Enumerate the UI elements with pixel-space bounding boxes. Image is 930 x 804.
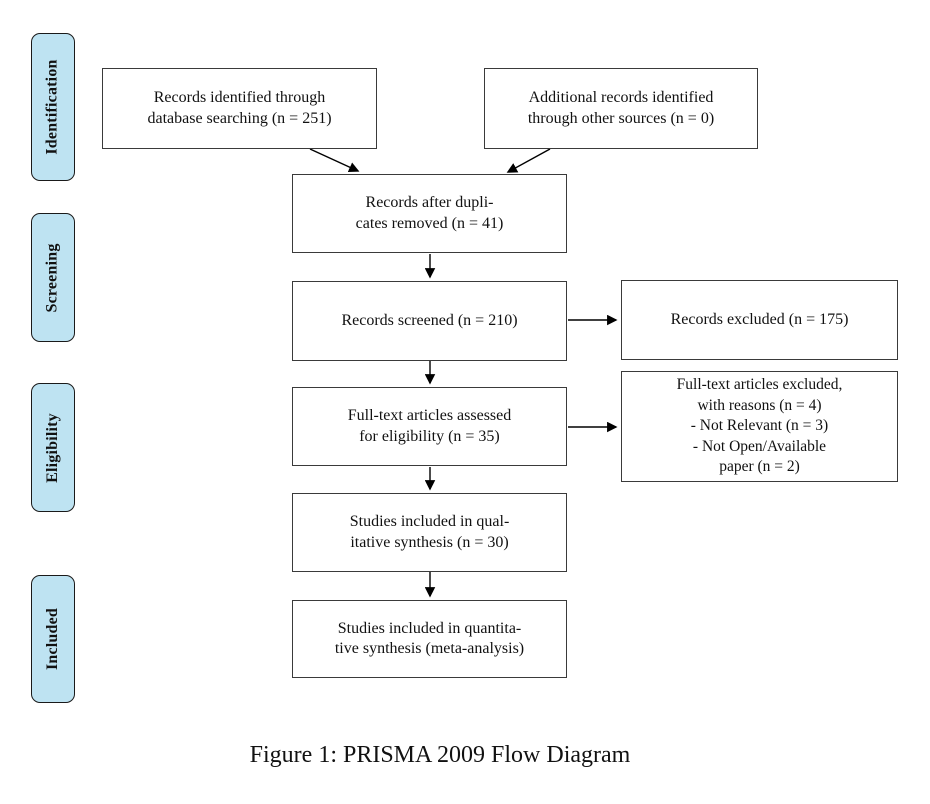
box-additional-records: Additional records identified through ot… (484, 68, 758, 149)
stage-label-identification-text: Identification (44, 59, 61, 155)
stage-label-identification: Identification (31, 33, 75, 181)
stage-label-eligibility: Eligibility (31, 383, 75, 512)
box-records-identified: Records identified through database sear… (102, 68, 377, 149)
arrow-additional-to-duplicates (506, 148, 551, 173)
stage-label-included-text: Included (44, 607, 62, 671)
box-quantitative-synthesis: Studies included in quantita- tive synth… (292, 600, 567, 678)
box-qualitative-synthesis: Studies included in qual- itative synthe… (292, 493, 567, 572)
box-duplicates-removed: Records after dupli- cates removed (n = … (292, 174, 567, 253)
box-records-excluded: Records excluded (n = 175) (621, 280, 898, 360)
stage-label-included: Included (31, 575, 75, 703)
box-records-screened: Records screened (n = 210) (292, 281, 567, 361)
arrow-identified-to-duplicates (309, 148, 360, 173)
stage-label-screening-text: Screening (44, 242, 61, 313)
stage-label-eligibility-text: Eligibility (44, 412, 61, 483)
box-fulltext-assessed: Full-text articles assessed for eligibil… (292, 387, 567, 466)
stage-label-screening: Screening (31, 213, 75, 342)
figure-caption: Figure 1: PRISMA 2009 Flow Diagram (249, 742, 631, 768)
box-fulltext-excluded: Full-text articles excluded, with reason… (621, 371, 898, 482)
